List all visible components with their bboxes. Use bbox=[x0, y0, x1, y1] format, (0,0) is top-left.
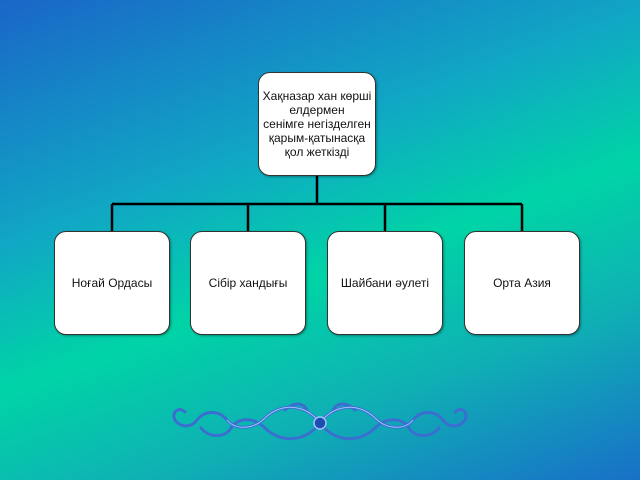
child-node-label: Шайбани әулеті bbox=[340, 276, 430, 290]
child-node-label: Орта Азия bbox=[493, 276, 551, 290]
child-node-label: Ноғай Ордасы bbox=[71, 276, 153, 290]
child-node-nogai-orda: Ноғай Ордасы bbox=[54, 231, 170, 335]
child-node-siberian-khanate: Сібір хандығы bbox=[190, 231, 306, 335]
root-node: Хақназар хан көрші елдермен сенімге негі… bbox=[258, 72, 376, 176]
decorative-ornament-icon bbox=[172, 402, 468, 441]
child-node-central-asia: Орта Азия bbox=[464, 231, 580, 335]
root-node-text: Хақназар хан көрші елдермен сенімге негі… bbox=[262, 89, 372, 159]
child-node-label: Сібір хандығы bbox=[208, 276, 288, 290]
child-node-shaybanid-dynasty: Шайбани әулеті bbox=[327, 231, 443, 335]
